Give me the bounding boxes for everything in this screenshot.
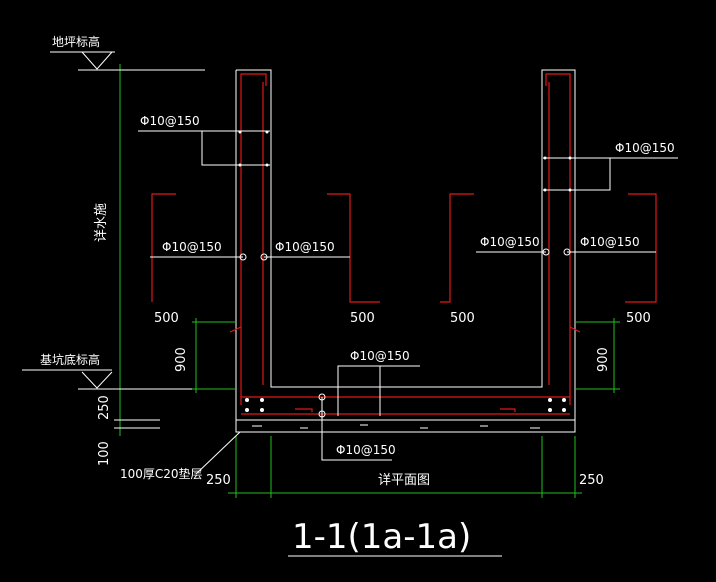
cushion-layer (235, 419, 576, 433)
rebar-label-6: Φ10@150 (580, 235, 640, 249)
pit-bottom-level-label: 基坑底标高 (40, 352, 100, 367)
cushion-label: 100厚C20垫层 (120, 466, 203, 481)
corner-bar-dots (238, 130, 572, 412)
dim-900-left: 900 (174, 347, 189, 372)
rebar-leaders (138, 130, 678, 461)
pit-bottom-level-marker (22, 369, 236, 390)
section-title: 1-1(1a-1a) (292, 517, 471, 557)
ground-level-label: 地坪标高 (52, 34, 100, 49)
dim-900-left-lines (192, 318, 236, 393)
dim-250-vertical: 250 (97, 395, 112, 420)
rebar-label-5: Φ10@150 (480, 235, 540, 249)
dim-500-c: 500 (450, 311, 475, 326)
plan-reference-label: 详平面图 (378, 473, 430, 488)
wall-height-label: 详水施 (94, 203, 109, 242)
dim-900-right: 900 (596, 347, 611, 372)
left-dimension-chain (114, 64, 160, 436)
rebar-label-8: Φ10@150 (336, 443, 396, 457)
ground-level-marker (50, 51, 205, 71)
rebar-label-1: Φ10@150 (140, 114, 200, 128)
dim-900-right-lines (575, 318, 620, 393)
dim-250-left: 250 (206, 473, 231, 488)
dim-250-right: 250 (579, 473, 604, 488)
dim-100-vertical: 100 (97, 441, 112, 466)
rebar-label-3: Φ10@150 (275, 240, 335, 254)
dim-500-a: 500 (154, 311, 179, 326)
cushion-leader (195, 431, 241, 475)
bottom-dimension-chain (228, 436, 582, 498)
rebar-lines (151, 73, 657, 415)
rebar-label-2: Φ10@150 (162, 240, 222, 254)
rebar-label-4: Φ10@150 (615, 141, 675, 155)
dim-500-b: 500 (350, 311, 375, 326)
dim-500-d: 500 (626, 311, 651, 326)
rebar-label-7: Φ10@150 (350, 349, 410, 363)
